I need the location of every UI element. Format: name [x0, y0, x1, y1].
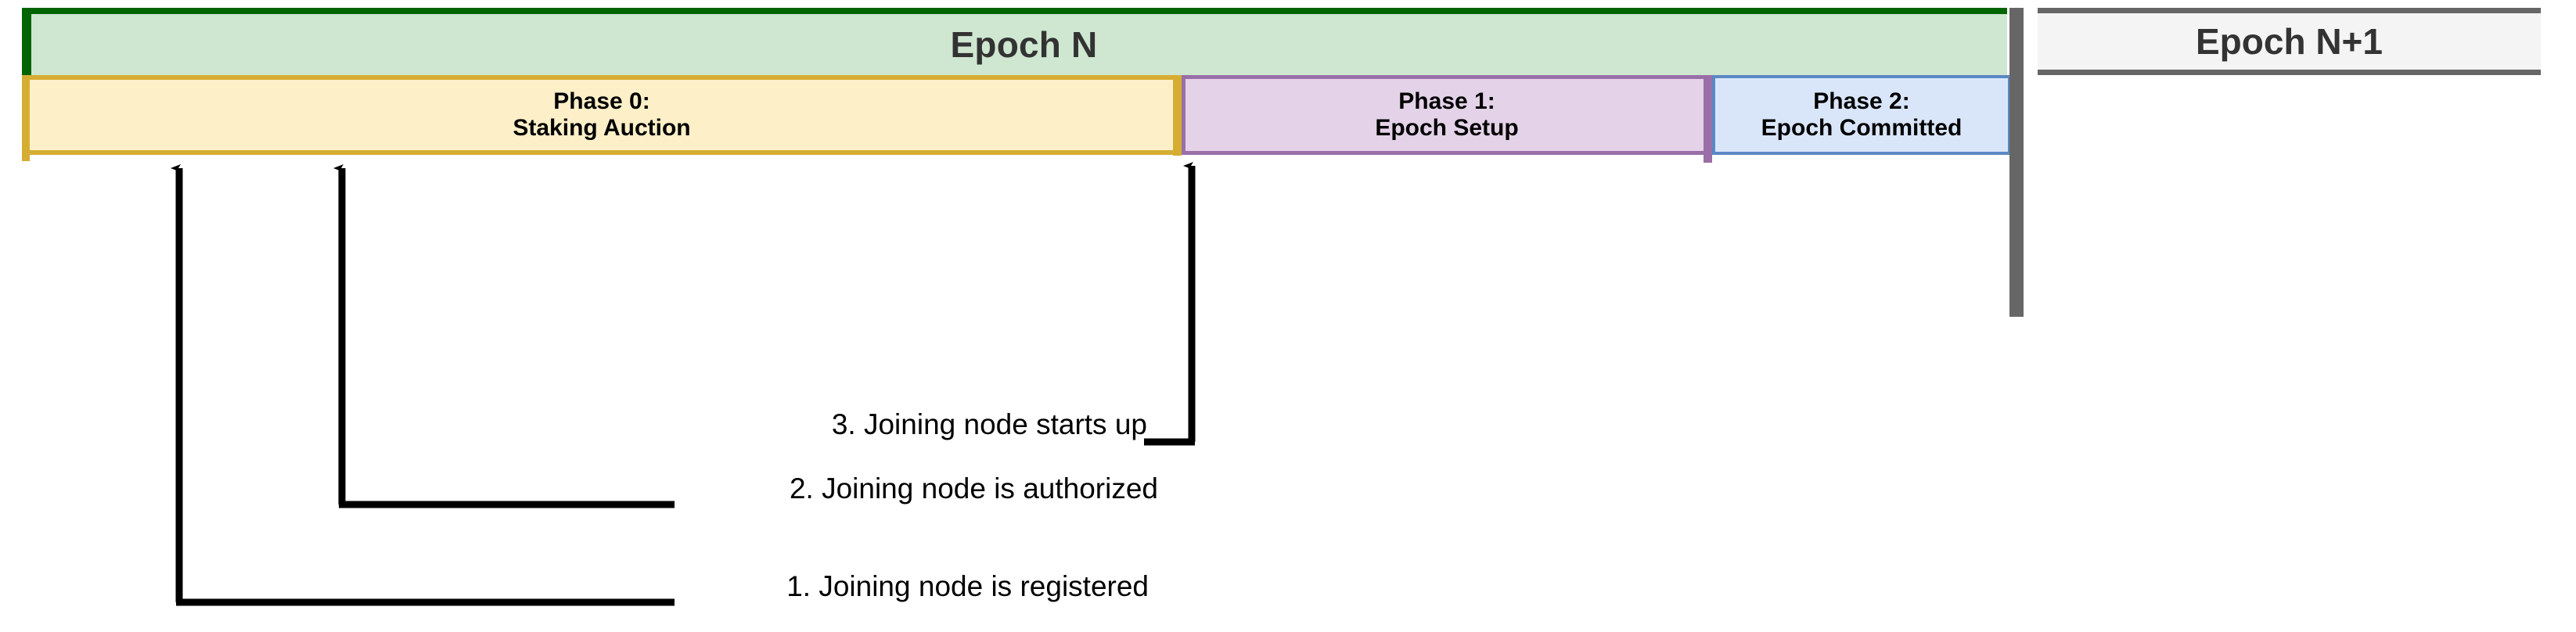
phase-0-subtitle: Staking Auction [513, 115, 691, 141]
callout-3-leader [1144, 162, 1196, 446]
phase-1-block: Phase 1: Epoch Setup [1182, 75, 1712, 155]
phase-1-subtitle: Epoch Setup [1375, 115, 1519, 141]
epoch-n-plus-1-label: Epoch N+1 [2195, 21, 2383, 62]
phase-2-title: Phase 2: [1813, 88, 1910, 115]
callout-2-leader [333, 164, 675, 508]
epoch-n-block: Epoch N [22, 8, 2007, 75]
phase-1-end-tick [1704, 75, 1712, 163]
callout-2-label: 2. Joining node is authorized [789, 472, 1158, 505]
phase-2-subtitle: Epoch Committed [1761, 115, 1963, 141]
callout-1-label: 1. Joining node is registered [786, 570, 1149, 602]
phase-0-block: Phase 0: Staking Auction [22, 75, 1182, 155]
phase-1-title: Phase 1: [1398, 88, 1495, 115]
callout-1-leader [171, 164, 675, 606]
phase-0-end-tick [1173, 75, 1182, 156]
epoch-boundary-divider [2009, 8, 2024, 317]
phase-0-start-tick [22, 75, 30, 161]
epoch-n-plus-1-block: Epoch N+1 [2038, 8, 2541, 75]
callout-3-label: 3. Joining node starts up [831, 408, 1147, 440]
phase-0-title: Phase 0: [553, 88, 650, 115]
epoch-n-label: Epoch N [950, 24, 1098, 65]
